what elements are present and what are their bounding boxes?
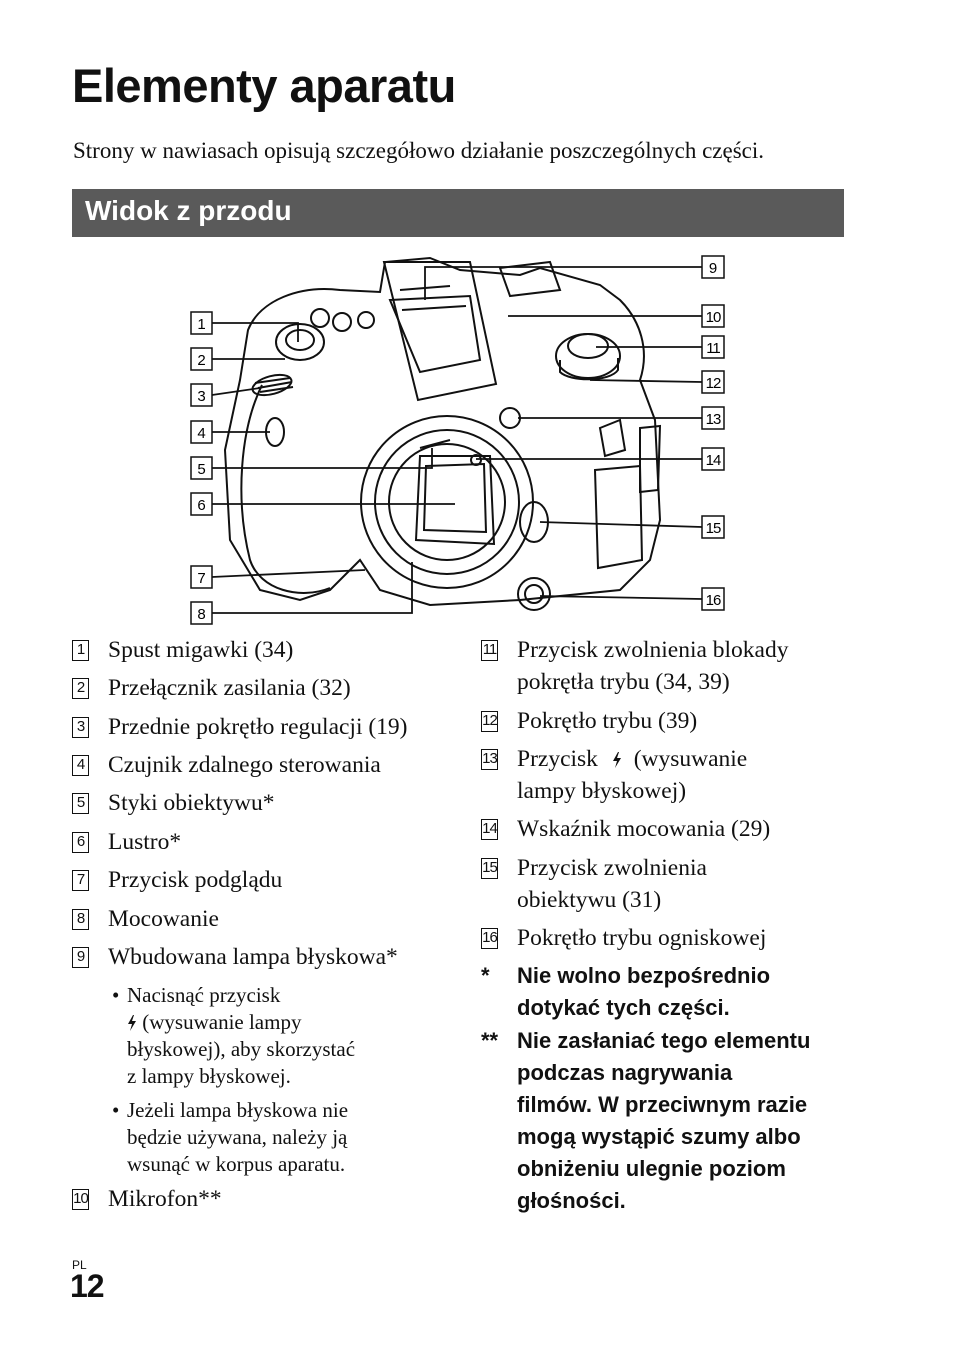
footnote-line: filmów. W przeciwnym razie [517,1089,807,1121]
callout-11: 11 [702,336,724,358]
callout-6: 6 [191,493,212,515]
item-label: Przycisk zwolnienia blokady [517,634,789,666]
footnote-line: Nie zasłaniać tego elementu [517,1025,810,1057]
callout-2: 2 [191,348,212,370]
footnote-line: dotykać tych części. [517,992,730,1024]
item-label: Przycisk zwolnienia [517,852,707,884]
flash-icon [612,752,622,768]
item-label: Wbudowana lampa błyskowa* [108,941,398,973]
svg-text:16: 16 [706,592,721,609]
item-number: 10 [72,1189,89,1210]
item-label: (wysuwanie [634,746,748,772]
svg-text:7: 7 [197,570,205,587]
section-header: Widok z przodu [72,189,844,237]
item-number: 12 [481,711,498,732]
item-number: 7 [72,870,89,891]
callout-12: 12 [702,371,724,393]
bullet-line: będzie używana, należy ją [127,1124,347,1151]
footnote-line: mogą wystąpić szumy albo [517,1121,801,1153]
item-number: 16 [481,928,498,949]
bullet-line: błyskowej), aby skorzystać [127,1036,355,1063]
callout-1: 1 [191,312,212,334]
bullet-line: z lampy błyskowej. [127,1063,291,1090]
footnote-line: Nie wolno bezpośrednio [517,960,770,992]
bullet-line: Jeżeli lampa błyskowa nie [127,1097,348,1124]
svg-text:11: 11 [706,340,720,357]
page-title: Elementy aparatu [72,58,456,113]
callout-15: 15 [702,516,724,538]
svg-text:10: 10 [706,309,721,326]
bullet-line: wsunąć w korpus aparatu. [127,1151,345,1178]
item-number: 4 [72,755,89,776]
item-label: Czujnik zdalnego sterowania [108,749,381,781]
callout-16: 16 [702,588,724,610]
item-number: 13 [481,749,498,770]
svg-text:8: 8 [197,606,205,623]
section-title: Widok z przodu [85,195,292,227]
callout-14: 14 [702,448,724,470]
footnote-line: podczas nagrywania [517,1057,732,1089]
bullet-line: Nacisnąć przycisk [127,982,280,1009]
item-label: Mikrofon** [108,1183,222,1215]
item-number: 9 [72,947,89,968]
callout-4: 4 [191,421,212,443]
svg-text:6: 6 [197,497,205,514]
svg-text:2: 2 [197,352,205,369]
item-label: Przycisk podglądu [108,864,282,896]
callout-7: 7 [191,566,212,588]
item-number: 5 [72,793,89,814]
item-label: Przełącznik zasilania (32) [108,672,351,704]
svg-text:1: 1 [197,316,205,333]
camera-front-illustration: 1 2 3 4 5 6 7 8 9 10 11 12 13 14 15 16 [0,245,954,635]
svg-text:4: 4 [197,425,205,442]
svg-text:9: 9 [709,260,717,277]
page-number: 12 [70,1268,104,1305]
svg-text:5: 5 [197,461,205,478]
item-label: lampy błyskowej) [517,775,686,807]
svg-text:3: 3 [197,388,205,405]
page-subtitle: Strony w nawiasach opisują szczegółowo d… [73,138,764,164]
item-label: Pokrętło trybu ogniskowej [517,922,766,954]
item-label: Wskaźnik mocowania (29) [517,813,770,845]
footnote-mark: * [481,960,490,992]
callout-8: 8 [191,602,212,624]
footnote-mark: ** [481,1025,498,1057]
item-label: Styki obiektywu* [108,787,274,819]
item-label: obiektywu (31) [517,884,661,916]
item-number: 14 [481,819,498,840]
item-number: 3 [72,717,89,738]
item-number: 2 [72,678,89,699]
callout-10: 10 [702,305,724,327]
item-number: 15 [481,858,498,879]
callout-5: 5 [191,457,212,479]
flash-icon [127,1015,137,1031]
callout-9: 9 [702,256,724,278]
svg-text:15: 15 [706,520,721,537]
item-number: 6 [72,832,89,853]
item-label: pokrętła trybu (34, 39) [517,666,730,698]
svg-text:12: 12 [706,375,721,392]
item-number: 1 [72,640,89,661]
svg-text:14: 14 [706,452,721,469]
callout-3: 3 [191,384,212,406]
callout-13: 13 [702,407,724,429]
footnote-line: obniżeniu ulegnie poziom [517,1153,786,1185]
svg-text:13: 13 [706,411,721,428]
item-number: 8 [72,909,89,930]
item-label: Przednie pokrętło regulacji (19) [108,711,408,743]
item-label: Lustro* [108,826,181,858]
item-label: Spust migawki (34) [108,634,293,666]
bullet-line: (wysuwanie lampy [142,1010,301,1034]
footnote-line: głośności. [517,1185,626,1217]
item-label: Mocowanie [108,903,219,935]
item-number: 11 [481,640,498,661]
item-label: Przycisk [517,746,598,772]
item-label: Pokrętło trybu (39) [517,705,697,737]
